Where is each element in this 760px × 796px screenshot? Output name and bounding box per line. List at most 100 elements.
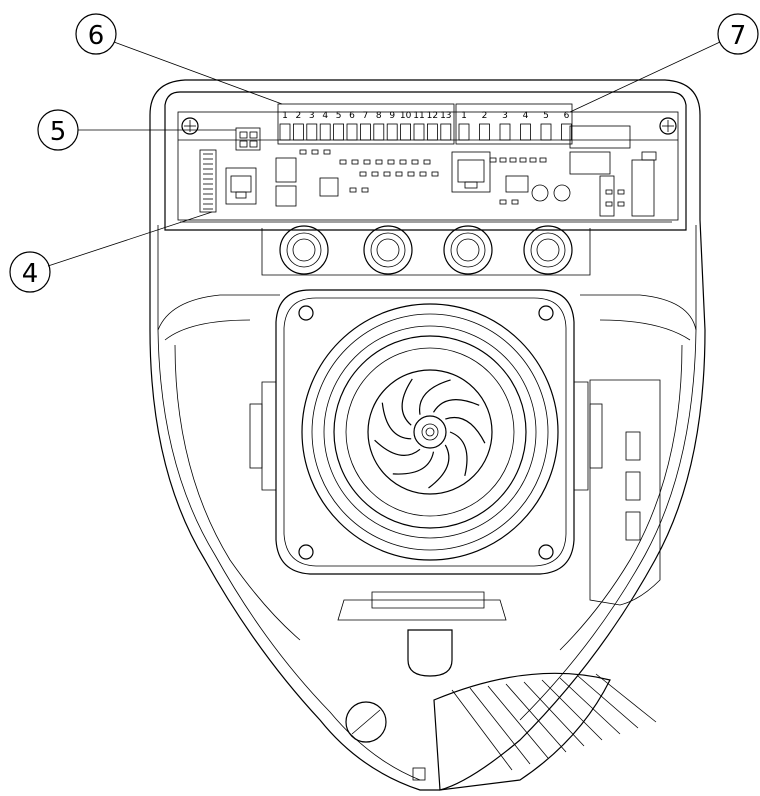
terminal-left-number-6: 6 [349,111,355,121]
terminal-left-number-7: 7 [363,111,369,121]
terminal-right-pole-5 [540,123,552,141]
cable-gland-core [292,238,316,262]
terminal-left-pole-11 [413,123,425,141]
terminal-right-number-5: 5 [543,111,549,121]
smd-component [529,157,537,163]
impeller-blade [445,416,486,444]
side-vents [625,431,641,541]
terminal-left-pole-1 [279,123,291,141]
callout-6-label: 6 [88,21,105,51]
smd-component [363,159,371,165]
smd-component [371,171,379,177]
bottom-tab [412,767,426,781]
smd-component [605,189,613,195]
grille-slat [595,673,657,723]
connector-5 [235,127,261,151]
cable-gland-inner [530,232,566,268]
smd-component [407,171,415,177]
ribbon-connector-4 [199,149,217,213]
smd-component [349,187,357,193]
smd-component [387,159,395,165]
grille-slat [577,675,639,729]
terminal-left-pole-3 [306,123,318,141]
callout-4-label: 4 [22,259,39,289]
terminal-left-pole-5 [333,123,345,141]
impeller-blade [381,402,412,440]
cable-gland-inner [450,232,486,268]
terminal-left-pole-10 [400,123,412,141]
terminal-left-number-11: 11 [413,111,424,121]
terminal-left-pole-7 [359,123,371,141]
terminal-left-pole-8 [373,123,385,141]
smd-component [359,171,367,177]
terminal-right-pole-6 [561,123,572,141]
cable-gland-inner [370,232,406,268]
callout-7-marker: 7 [569,13,759,113]
terminal-left-number-13: 13 [440,111,451,121]
grille-slat [559,677,621,735]
callout-4-marker: 4 [9,211,213,293]
impeller-blade [392,451,435,475]
cable-gland-core [456,238,480,262]
terminal-right-pole-3 [499,123,511,141]
impeller-blade [428,444,450,489]
terminal-left-number-4: 4 [322,111,328,121]
terminal-right-pole-1 [458,123,470,141]
impeller-blade [401,378,413,426]
smd-component [617,201,625,207]
smd-component [519,157,527,163]
terminal-left-pole-4 [319,123,331,141]
terminal-left-number-1: 1 [282,111,288,121]
terminal-right-number-1: 1 [461,111,467,121]
terminal-left-pole-9 [386,123,398,141]
terminal-right-number-4: 4 [523,111,529,121]
terminal-right-number-2: 2 [482,111,488,121]
terminal-left-pole-13 [440,123,452,141]
impeller-housing [301,303,559,561]
smd-component [605,201,613,207]
cable-gland [279,225,329,275]
terminal-left-pole-12 [426,123,438,141]
terminal-left-number-3: 3 [309,111,315,121]
smd-component [539,157,547,163]
smd-component [431,171,439,177]
smd-component [499,199,507,205]
terminal-left-number-9: 9 [389,111,395,121]
smd-component [617,189,625,195]
callout-7-label: 7 [730,21,747,51]
screw-right [659,117,677,135]
grille-slat [451,689,513,771]
cable-gland-core [376,238,400,262]
grille-slat [523,681,585,747]
grille-slat [505,683,567,753]
screw-left [181,117,199,135]
terminal-left-number-10: 10 [400,111,412,121]
bottom-latch [337,591,507,677]
smd-component [499,157,507,163]
callout-6-marker: 6 [75,13,283,105]
terminal-right-pole-4 [520,123,531,141]
smd-component [399,159,407,165]
smd-component [383,171,391,177]
motor-flange [249,289,603,575]
grille-slat [541,679,603,741]
smd-component [351,159,359,165]
terminal-left-pole-2 [292,123,304,141]
terminal-right-number-6: 6 [564,111,570,121]
pcb-components [275,125,657,217]
cable-gland [523,225,573,275]
grille-slat [469,687,531,765]
terminal-right-pole-2 [479,123,490,141]
smd-component [323,149,331,155]
impeller-blade [374,439,421,456]
smd-component [395,171,403,177]
impeller-blade [449,431,468,477]
impeller-blade [419,379,451,415]
inlet-grille [433,672,657,791]
smd-component [311,149,319,155]
smd-component [511,199,519,205]
callout-5-marker: 5 [37,109,236,151]
smd-component [411,159,419,165]
